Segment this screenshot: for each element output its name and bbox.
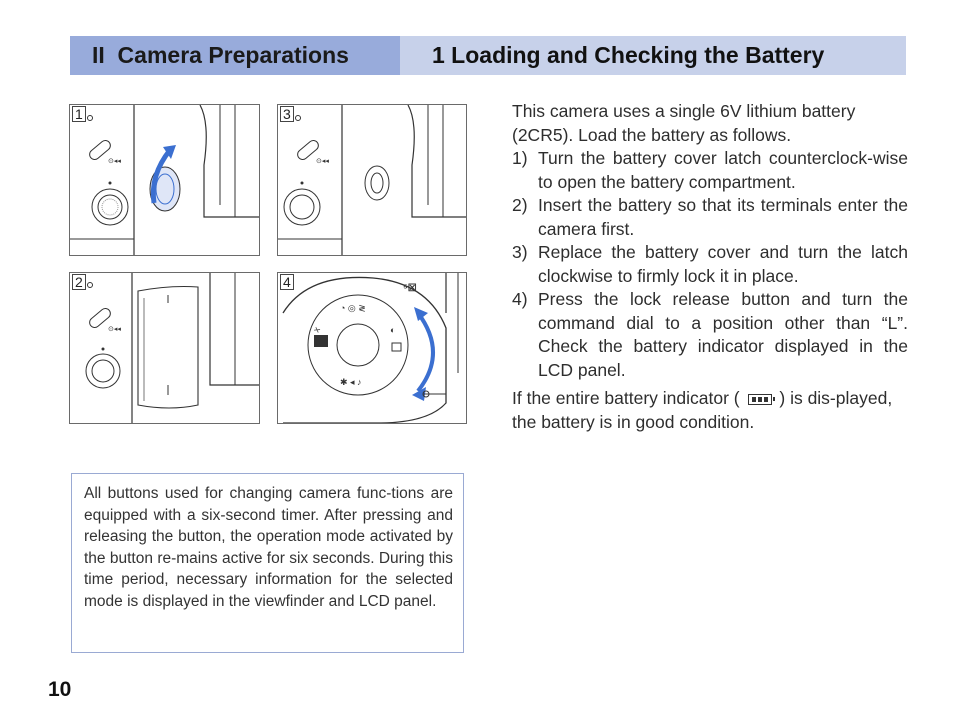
svg-text:⊙◂◂: ⊙◂◂	[108, 158, 121, 165]
figure-2-illustration: ⊙◂◂	[85, 273, 259, 423]
steps-list: 1) Turn the battery cover latch countercl…	[512, 147, 908, 382]
infobox-text: All buttons used for changing camera fun…	[84, 485, 453, 610]
figure-number: 4	[280, 274, 294, 290]
svg-text:x: x	[311, 325, 322, 334]
figure-number: 2	[72, 274, 86, 290]
note-text-after: ) is dis-played, the battery is in good …	[512, 388, 893, 432]
step-text: Turn the battery cover latch countercloc…	[538, 148, 908, 192]
step-item: 1) Turn the battery cover latch countercl…	[512, 147, 908, 194]
section-title: 1 Loading and Checking the Battery	[432, 42, 825, 68]
step-item: 2) Insert the battery so that its termina…	[512, 194, 908, 241]
svg-text:⁵☒: ⁵☒	[403, 283, 417, 294]
battery-indicator-icon	[747, 393, 775, 405]
svg-text:◔ ◎ ≷: ◔ ◎ ≷	[340, 303, 366, 313]
intro-paragraph: This camera uses a single 6V lithium bat…	[512, 101, 856, 145]
figure-1: ⊙◂◂ 1	[69, 104, 260, 256]
svg-text:⊙◂◂: ⊙◂◂	[108, 326, 121, 333]
step-number: 2)	[512, 195, 528, 215]
step-text: Press the lock release button and turn t…	[538, 289, 908, 380]
note-text-before: If the entire battery indicator (	[512, 388, 740, 408]
figure-4-illustration: ◔ ◎ ≷ x ◐ ✱ ◂ ♪ ⁵☒	[282, 273, 459, 423]
figure-2: ⊙◂◂ 2	[69, 272, 260, 424]
step-text: Replace the battery cover and turn the l…	[538, 242, 908, 286]
step-number: 3)	[512, 242, 528, 262]
svg-text:⊙◂◂: ⊙◂◂	[316, 158, 329, 165]
step-text: Insert the battery so that its terminals…	[538, 195, 908, 239]
figure-1-illustration: ⊙◂◂	[70, 105, 259, 255]
figure-3-illustration: ⊙◂◂	[278, 105, 466, 255]
page-number: 10	[48, 678, 72, 701]
page-header: II Camera Preparations 1 Loading and Che…	[70, 36, 906, 75]
step-item: 4) Press the lock release button and turn…	[512, 288, 908, 382]
svg-text:✱ ◂ ♪: ✱ ◂ ♪	[340, 377, 362, 387]
step-number: 4)	[512, 289, 528, 309]
chapter-label: II Camera Preparations	[92, 42, 349, 68]
figure-number: 3	[280, 106, 294, 122]
main-text: This camera uses a single 6V lithium bat…	[512, 100, 908, 434]
figure-3: ⊙◂◂ 3	[277, 104, 467, 256]
chapter-box: II Camera Preparations	[70, 36, 400, 75]
figure-number: 1	[72, 106, 86, 122]
battery-note: If the entire battery indicator ( ) is d…	[512, 387, 908, 434]
figure-4: ◔ ◎ ≷ x ◐ ✱ ◂ ♪ ⁵☒ 4	[277, 272, 467, 424]
step-number: 1)	[512, 148, 528, 168]
step-item: 3) Replace the battery cover and turn the…	[512, 241, 908, 288]
timer-info-box: All buttons used for changing camera fun…	[71, 473, 464, 653]
svg-text:◐: ◐	[390, 325, 395, 335]
